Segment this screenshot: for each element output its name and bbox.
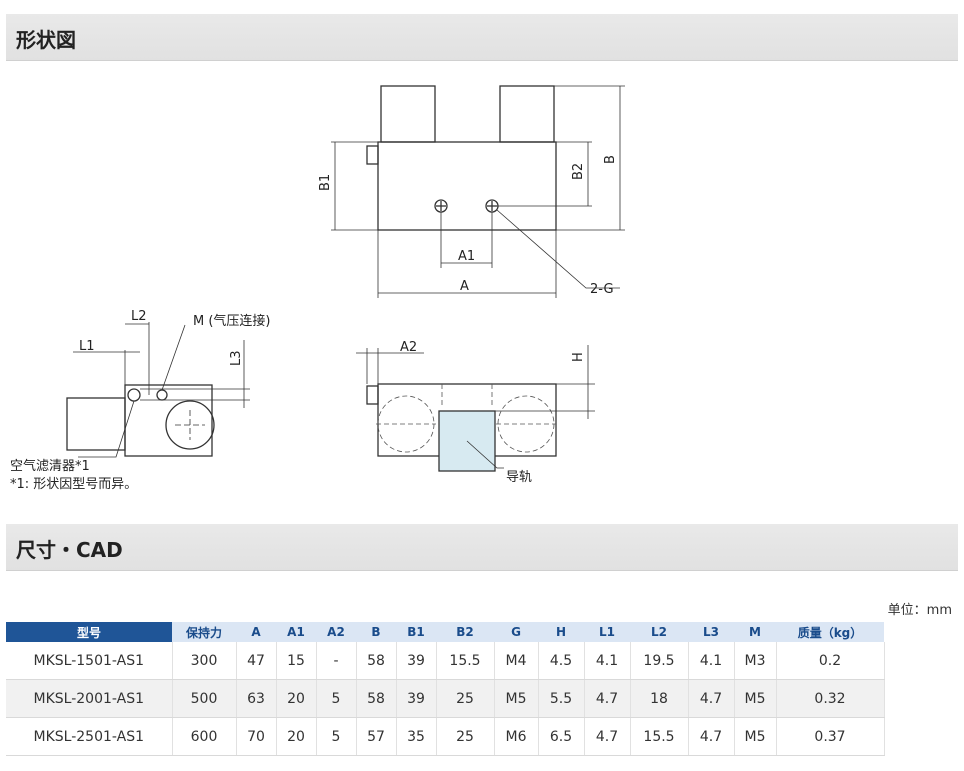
label-rail: 导轨 (506, 470, 532, 485)
table-header-cell: B (356, 622, 396, 642)
table-cell: 0.32 (776, 679, 885, 718)
table-cell: 4.7 (584, 679, 631, 718)
table-cell: M3 (734, 642, 777, 680)
table-cell: 600 (172, 717, 237, 756)
table-cell: 4.7 (688, 717, 735, 756)
table-cell: 0.37 (776, 717, 885, 756)
shape-section-title: 形状図 (16, 28, 76, 52)
table-header-cell: 型号 (6, 622, 172, 642)
dim-section-header: 尺寸・CAD (6, 524, 958, 571)
table-cell: 35 (396, 717, 437, 756)
label-a1: A1 (458, 249, 475, 264)
technical-drawing: B1 B2 B A1 A 2-G L1 L2 L3 M (气压连接) 空气滤清器… (10, 85, 625, 492)
label-2g: 2-G (590, 282, 614, 297)
label-h: H (571, 352, 586, 362)
table-cell: 15.5 (436, 642, 495, 680)
table-cell: 5.5 (538, 679, 585, 718)
label-b: B (603, 155, 618, 164)
label-b1: B1 (318, 174, 333, 191)
label-l3: L3 (229, 350, 244, 366)
table-cell: M5 (734, 717, 777, 756)
table-cell: 18 (630, 679, 689, 718)
table-header-cell: L3 (688, 622, 734, 642)
label-note: *1: 形状因型号而异。 (10, 477, 137, 492)
table-cell: 15 (276, 642, 317, 680)
table-cell: 58 (356, 642, 397, 680)
table-header-cell: L2 (630, 622, 688, 642)
table-header-cell: M (734, 622, 776, 642)
table-header-cell: B2 (436, 622, 494, 642)
table-header-cell: H (538, 622, 584, 642)
table-cell: 6.5 (538, 717, 585, 756)
table-cell: M5 (734, 679, 777, 718)
table-cell: 15.5 (630, 717, 689, 756)
table-header-cell: 保持力 (172, 622, 236, 642)
table-cell: 39 (396, 642, 437, 680)
label-l1: L1 (79, 339, 95, 354)
table-cell: 4.5 (538, 642, 585, 680)
shape-section-header: 形状図 (6, 14, 958, 61)
table-cell: 19.5 (630, 642, 689, 680)
table-cell: 4.7 (688, 679, 735, 718)
table-cell: 300 (172, 642, 237, 680)
table-cell: 5 (316, 679, 357, 718)
table-cell: 20 (276, 679, 317, 718)
label-a: A (460, 279, 469, 294)
table-header-cell: B1 (396, 622, 436, 642)
table-cell: 58 (356, 679, 397, 718)
label-m: M (气压连接) (193, 313, 271, 329)
label-filter: 空气滤清器*1 (10, 458, 90, 474)
table-cell: 0.2 (776, 642, 885, 680)
table-cell: 500 (172, 679, 237, 718)
table-header-cell: G (494, 622, 538, 642)
table-cell: 5 (316, 717, 357, 756)
table-cell: 4.7 (584, 717, 631, 756)
table-cell: 20 (276, 717, 317, 756)
table-cell: 57 (356, 717, 397, 756)
table-cell: MKSL-1501-AS1 (6, 642, 173, 680)
table-header-cell: A1 (276, 622, 316, 642)
table-cell: - (316, 642, 357, 680)
table-header-cell: L1 (584, 622, 630, 642)
table-cell: 25 (436, 717, 495, 756)
label-a2: A2 (400, 340, 417, 355)
unit-label: 单位：mm (887, 603, 952, 618)
table-header-cell: A (236, 622, 276, 642)
table-cell: MKSL-2501-AS1 (6, 717, 173, 756)
table-cell: 63 (236, 679, 277, 718)
table-cell: 47 (236, 642, 277, 680)
label-l2: L2 (131, 309, 147, 324)
table-cell: 70 (236, 717, 277, 756)
table-header-cell: A2 (316, 622, 356, 642)
table-cell: M4 (494, 642, 539, 680)
table-cell: 4.1 (688, 642, 735, 680)
table-cell: MKSL-2001-AS1 (6, 679, 173, 718)
table-cell: M5 (494, 679, 539, 718)
table-cell: 39 (396, 679, 437, 718)
label-b2: B2 (571, 163, 586, 180)
dim-section-title: 尺寸・CAD (16, 538, 123, 562)
table-cell: 4.1 (584, 642, 631, 680)
table-cell: M6 (494, 717, 539, 756)
table-header-cell: 质量（kg） (776, 622, 884, 642)
table-cell: 25 (436, 679, 495, 718)
